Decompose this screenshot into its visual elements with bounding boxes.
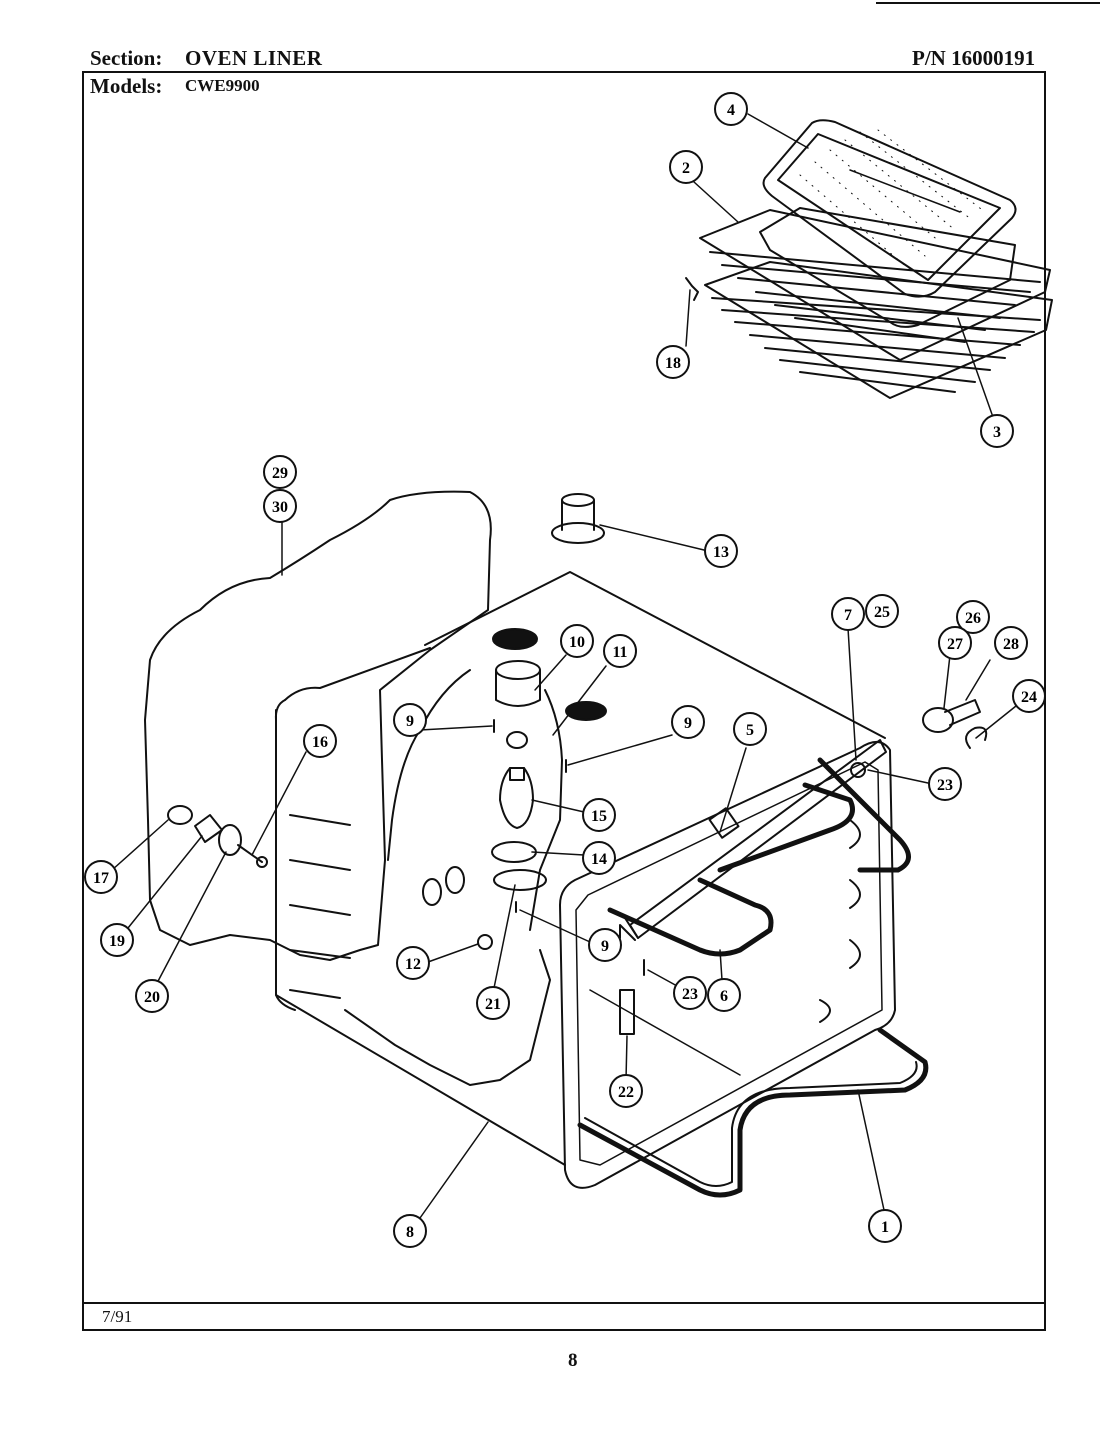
svg-text:30: 30 [272, 499, 288, 516]
callout-14: 14 [582, 841, 616, 875]
callout-17: 19 [100, 923, 134, 957]
svg-text:17: 17 [93, 870, 109, 887]
section-title: OVEN LINER [185, 46, 323, 70]
svg-text:8: 8 [406, 1224, 414, 1241]
callout-9: 9 [671, 705, 705, 739]
svg-text:11: 11 [612, 644, 627, 661]
light-housing [491, 660, 547, 891]
svg-text:13: 13 [713, 544, 729, 561]
svg-text:16: 16 [312, 734, 328, 751]
svg-text:25: 25 [874, 604, 890, 621]
callout-26: 26 [956, 600, 990, 634]
broil-element [607, 739, 911, 957]
section-label: Section: [90, 46, 163, 70]
callout-9: 9 [393, 703, 427, 737]
svg-text:23: 23 [682, 986, 698, 1003]
callout-6: 6 [707, 978, 741, 1012]
svg-text:29: 29 [272, 465, 288, 482]
insulation-blanket [144, 490, 492, 961]
callout-3: 3 [980, 414, 1014, 448]
callout-22: 18 [656, 345, 690, 379]
top-rule [876, 2, 1100, 4]
callout-29: 29 [263, 455, 297, 489]
callout-23: 23 [928, 767, 962, 801]
callout-20: 16 [303, 724, 337, 758]
svg-text:9: 9 [684, 715, 692, 732]
footer-divider [82, 1302, 1046, 1304]
models-label: Models: [90, 74, 163, 98]
leader-lines [111, 113, 1017, 1219]
svg-text:28: 28 [1003, 636, 1019, 653]
callout-5: 5 [733, 712, 767, 746]
svg-text:22: 22 [618, 1084, 634, 1101]
svg-text:14: 14 [591, 851, 607, 868]
bake-element [577, 1027, 929, 1198]
svg-text:7: 7 [844, 607, 852, 624]
callout-25: 25 [865, 594, 899, 628]
svg-text:2: 2 [682, 160, 690, 177]
svg-text:23: 23 [937, 777, 953, 794]
svg-text:1: 1 [881, 1219, 889, 1236]
callout-21: 22 [609, 1074, 643, 1108]
small-hardware [167, 493, 988, 1076]
callout-2: 2 [669, 150, 703, 184]
svg-text:24: 24 [1021, 689, 1037, 706]
svg-text:12: 12 [405, 956, 421, 973]
svg-text:27: 27 [947, 636, 963, 653]
callout-27: 27 [938, 626, 972, 660]
callout-24: 24 [1012, 679, 1046, 713]
svg-text:6: 6 [720, 988, 728, 1005]
models-value: CWE9900 [185, 76, 260, 95]
insulation-edge [344, 949, 551, 1086]
callout-19: 21 [476, 986, 510, 1020]
callouts: 4 2 18 3 29 30 13 7 25 26 27 28 24 10 11… [84, 92, 1046, 1248]
broiler-pan-and-racks [685, 119, 1053, 399]
svg-text:19: 19 [109, 933, 125, 950]
svg-text:4: 4 [727, 102, 735, 119]
callout-16: 17 [84, 860, 118, 894]
svg-text:10: 10 [569, 634, 585, 651]
callout-12: 12 [396, 946, 430, 980]
callout-18: 20 [135, 979, 169, 1013]
svg-text:3: 3 [993, 424, 1001, 441]
callout-30: 30 [263, 489, 297, 523]
callout-7: 7 [831, 597, 865, 631]
callout-15: 15 [582, 798, 616, 832]
callout-13: 13 [704, 534, 738, 568]
callout-11: 11 [603, 634, 637, 668]
svg-text:9: 9 [601, 938, 609, 955]
svg-text:21: 21 [485, 996, 501, 1013]
callout-10: 10 [560, 624, 594, 658]
svg-text:20: 20 [144, 989, 160, 1006]
callout-23: 23 [673, 976, 707, 1010]
page-number: 8 [568, 1350, 578, 1371]
svg-text:5: 5 [746, 722, 754, 739]
svg-text:15: 15 [591, 808, 607, 825]
callout-4: 4 [714, 92, 748, 126]
part-number: P/N 16000191 [912, 46, 1036, 70]
callout-9: 9 [588, 928, 622, 962]
callout-8: 8 [393, 1214, 427, 1248]
svg-text:26: 26 [965, 610, 981, 627]
callout-28: 28 [994, 626, 1028, 660]
svg-text:18: 18 [665, 355, 681, 372]
svg-text:9: 9 [406, 713, 414, 730]
callout-1: 1 [868, 1209, 902, 1243]
revision-date: 7/91 [102, 1307, 133, 1326]
